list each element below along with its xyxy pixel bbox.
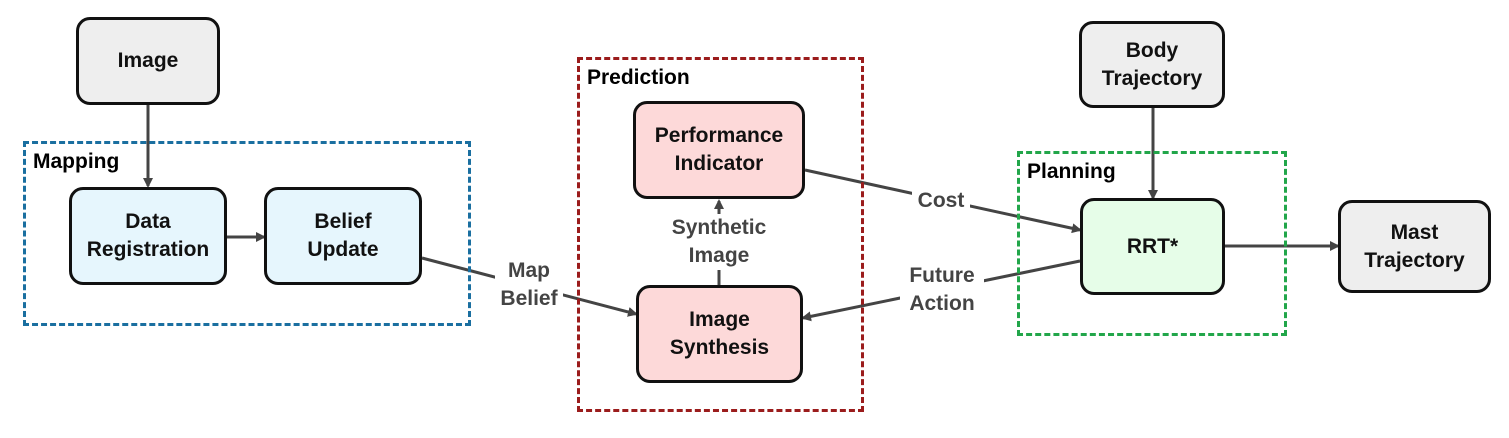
body-trajectory-node: Body Trajectory (1079, 21, 1225, 108)
planning-group-label: Planning (1027, 160, 1116, 183)
edge-label-map-belief: Map Belief (495, 257, 563, 313)
belief-update-node: Belief Update (264, 187, 422, 285)
prediction-group-label: Prediction (587, 66, 690, 89)
prediction-group (577, 57, 864, 412)
planning-group (1017, 151, 1287, 336)
image-synthesis-node: Image Synthesis (636, 285, 803, 383)
data-registration-node: Data Registration (69, 187, 227, 285)
rrt-node: RRT* (1080, 198, 1225, 295)
mast-trajectory-node: Mast Trajectory (1338, 200, 1491, 293)
mapping-group-label: Mapping (33, 150, 120, 173)
mapping-group (23, 141, 471, 326)
edge-label-synthetic-image: Synthetic Image (660, 214, 778, 270)
image-node: Image (76, 17, 220, 105)
edge-label-cost: Cost (912, 187, 970, 215)
edge-label-future-action: Future Action (900, 262, 984, 318)
performance-indicator-node: Performance Indicator (633, 101, 805, 199)
